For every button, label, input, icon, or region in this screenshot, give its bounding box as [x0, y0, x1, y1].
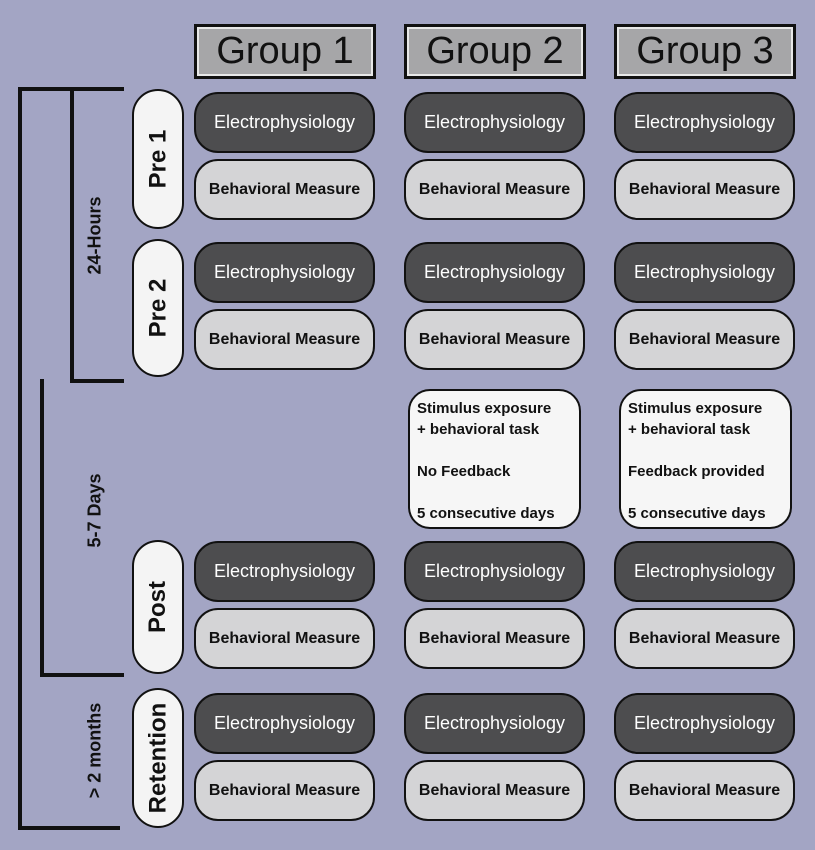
g3-retention-behavioral: Behavioral Measure: [614, 760, 795, 821]
g3-pre1-behavioral: Behavioral Measure: [614, 159, 795, 220]
g1-post-ephys: Electrophysiology: [194, 541, 375, 602]
phase-pre-1-label: Pre 1: [144, 129, 171, 189]
g2-post-ephys: Electrophysiology: [404, 541, 585, 602]
phase-pre-2: Pre 2: [132, 239, 184, 377]
24h-bracket-vertical: [70, 87, 74, 383]
g3-post-behavioral: Behavioral Measure: [614, 608, 795, 669]
phase-pre-2-label: Pre 2: [144, 278, 171, 338]
g3-training-line-4: Feedback provided: [628, 463, 765, 480]
duration-5-7-days: 5-7 Days: [80, 450, 110, 570]
g2-training-line-4: No Feedback: [417, 463, 511, 480]
phase-post-label: Post: [144, 580, 172, 634]
duration-24-hours-label: 24-Hours: [84, 195, 105, 275]
group-3-label: Group 3: [636, 30, 774, 72]
duration-24-hours: 24-Hours: [80, 175, 110, 295]
g3-pre2-ephys: Electrophysiology: [614, 242, 795, 303]
g2-training-box: Stimulus exposure + behavioral task No F…: [408, 389, 581, 529]
g3-training-line-6: 5 consecutive days: [628, 505, 766, 522]
g2-pre1-behavioral: Behavioral Measure: [404, 159, 585, 220]
g3-training-box: Stimulus exposure + behavioral task Feed…: [619, 389, 792, 529]
g3-pre2-behavioral: Behavioral Measure: [614, 309, 795, 370]
5-7d-bracket-bottom: [40, 673, 124, 677]
group-1-header: Group 1: [194, 24, 376, 79]
g2-pre2-ephys: Electrophysiology: [404, 242, 585, 303]
phase-pre-1: Pre 1: [132, 89, 184, 229]
24h-bracket-bottom: [70, 379, 124, 383]
g3-retention-ephys: Electrophysiology: [614, 693, 795, 754]
5-7d-bracket-vertical: [40, 379, 44, 677]
phase-post: Post: [132, 540, 184, 674]
g2-training-line-1: Stimulus exposure: [417, 400, 552, 417]
g1-post-behavioral: Behavioral Measure: [194, 608, 375, 669]
g2-pre2-behavioral: Behavioral Measure: [404, 309, 585, 370]
g3-training-line-1: Stimulus exposure: [628, 400, 763, 417]
outer-bracket-bottom: [18, 826, 120, 830]
g3-post-ephys: Electrophysiology: [614, 541, 795, 602]
g2-pre1-ephys: Electrophysiology: [404, 92, 585, 153]
g2-training-line-2: + behavioral task: [417, 421, 540, 438]
g1-pre2-behavioral: Behavioral Measure: [194, 309, 375, 370]
g2-post-behavioral: Behavioral Measure: [404, 608, 585, 669]
g1-pre1-ephys: Electrophysiology: [194, 92, 375, 153]
g1-pre1-behavioral: Behavioral Measure: [194, 159, 375, 220]
phase-retention: Retention: [132, 688, 184, 828]
group-2-label: Group 2: [426, 30, 564, 72]
g2-retention-behavioral: Behavioral Measure: [404, 760, 585, 821]
phase-retention-label: Retention: [144, 702, 172, 814]
g1-retention-behavioral: Behavioral Measure: [194, 760, 375, 821]
duration-5-7-days-label: 5-7 Days: [84, 472, 105, 548]
outer-bracket-vertical: [18, 87, 22, 830]
g3-training-line-2: + behavioral task: [628, 421, 751, 438]
group-2-header: Group 2: [404, 24, 586, 79]
g1-retention-ephys: Electrophysiology: [194, 693, 375, 754]
g1-pre2-ephys: Electrophysiology: [194, 242, 375, 303]
group-3-header: Group 3: [614, 24, 796, 79]
duration-2-months-label: > 2 months: [84, 702, 105, 798]
group-1-label: Group 1: [216, 30, 354, 72]
g2-retention-ephys: Electrophysiology: [404, 693, 585, 754]
g2-training-line-6: 5 consecutive days: [417, 505, 555, 522]
duration-2-months: > 2 months: [80, 680, 110, 820]
g3-pre1-ephys: Electrophysiology: [614, 92, 795, 153]
